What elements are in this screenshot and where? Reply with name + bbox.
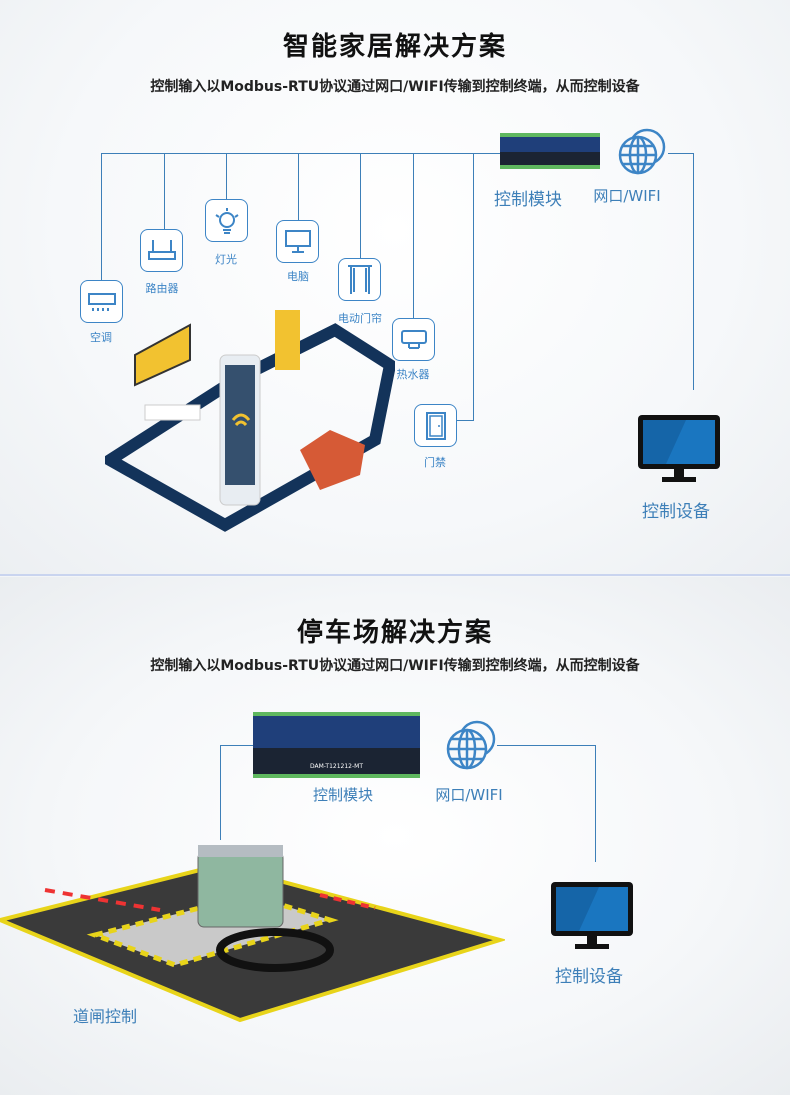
air-conditioner-icon <box>80 280 123 323</box>
gate-control-label: 道闸控制 <box>72 1007 138 1026</box>
control-device-label: 控制设备 <box>555 967 623 987</box>
device-label: 路由器 <box>145 282 179 295</box>
curtain-icon <box>338 258 381 301</box>
smart-home-subtitle: 控制输入以Modbus-RTU协议通过网口/WIFI传输到控制终端，从而控制设备 <box>150 79 640 95</box>
parking-section <box>0 577 790 1095</box>
control-module-label: 控制模块 <box>494 190 562 210</box>
control-module-label: 控制模块 <box>312 786 374 804</box>
computer-monitor-icon <box>276 220 319 263</box>
water-heater-icon <box>392 318 435 361</box>
parking-subtitle: 控制输入以Modbus-RTU协议通过网口/WIFI传输到控制终端，从而控制设备 <box>150 658 640 674</box>
device-label: 门禁 <box>424 456 446 469</box>
section-divider <box>0 574 790 576</box>
globe-icon <box>446 720 496 770</box>
router-icon <box>140 229 183 272</box>
network-label: 网口/WIFI <box>435 786 503 804</box>
globe-icon <box>618 128 666 175</box>
control-device-monitor-icon <box>551 882 633 949</box>
control-module-image <box>500 133 600 169</box>
smart-home-illustration <box>105 310 395 532</box>
network-label: 网口/WIFI <box>593 187 661 205</box>
light-bulb-icon <box>205 199 248 242</box>
parking-gate-illustration <box>0 845 505 1023</box>
device-label: 热水器 <box>396 368 430 381</box>
control-device-label: 控制设备 <box>642 502 710 522</box>
door-icon <box>414 404 457 447</box>
device-label: 空调 <box>90 331 112 344</box>
device-label: 电脑 <box>287 270 309 283</box>
smart-home-title: 智能家居解决方案 <box>282 32 507 62</box>
control-device-monitor-icon <box>638 415 720 482</box>
device-model-text: DAM-T121212-MT <box>310 763 363 770</box>
device-label: 灯光 <box>215 253 237 266</box>
smart-home-section <box>0 0 790 575</box>
parking-title: 停车场解决方案 <box>296 618 493 648</box>
device-label: 电动门帘 <box>338 312 382 325</box>
control-module-image: DAM-T121212-MT <box>253 712 420 778</box>
